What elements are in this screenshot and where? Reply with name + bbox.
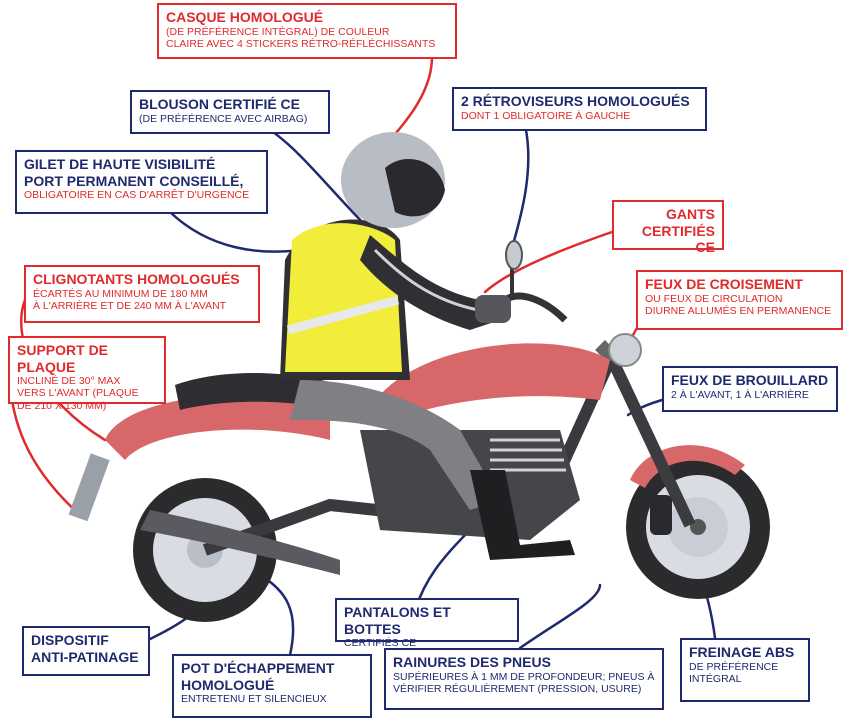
label-gants-title1: GANTS	[666, 206, 715, 222]
label-pantalons: PANTALONS ET BOTTES CERTIFIÉS CE	[335, 598, 519, 649]
brake-caliper	[650, 495, 672, 535]
label-clignotants-line2: À L'ARRIÈRE ET DE 240 MM À L'AVANT	[33, 299, 227, 312]
label-casque: CASQUE HOMOLOGUÉ (DE PRÉFÉRENCE INTÉGRAL…	[157, 3, 457, 59]
label-pot-title2: HOMOLOGUÉ	[181, 676, 275, 693]
label-pot-echappement: POT D'ÉCHAPPEMENT HOMOLOGUÉ ENTRETENU ET…	[172, 654, 372, 718]
label-gants: GANTS CERTIFIÉS CE	[612, 200, 724, 255]
handlebar	[503, 292, 568, 323]
fuel-tank	[380, 343, 610, 420]
engine-fins	[490, 438, 566, 472]
label-feux-croisement-line1: OU FEUX DE CIRCULATION	[645, 292, 783, 305]
label-rainures-title: RAINURES DES PNEUS	[393, 654, 551, 670]
label-blouson: BLOUSON CERTIFIÉ CE (DE PRÉFÉRENCE AVEC …	[130, 90, 330, 134]
label-clignotants-title: CLIGNOTANTS HOMOLOGUÉS	[33, 271, 240, 287]
rider-boot	[470, 470, 575, 560]
label-feux-croisement-title: FEUX DE CROISEMENT	[645, 276, 803, 292]
label-pantalons-title: PANTALONS ET BOTTES	[344, 604, 451, 637]
label-support-line3: DE 210 X 130 MM)	[17, 399, 107, 412]
label-gilet: GILET DE HAUTE VISIBILITÉ PORT PERMANENT…	[15, 150, 268, 214]
label-freinage-title: FREINAGE ABS	[689, 644, 795, 660]
label-support-title: SUPPORT DE PLAQUE	[17, 342, 109, 375]
label-blouson-line1: (DE PRÉFÉRENCE AVEC AIRBAG)	[139, 112, 308, 125]
connector-gants	[483, 230, 614, 294]
label-freinage-line2: INTÉGRAL	[689, 672, 742, 685]
label-rainures-line1: SUPÉRIEURES À 1 MM DE PROFONDEUR; PNEUS …	[393, 670, 655, 683]
label-feux-croisement-line2: DIURNE ALLUMÉS EN PERMANENCE	[645, 304, 832, 317]
gilet-vest	[285, 223, 402, 372]
label-feux-croisement: FEUX DE CROISEMENT OU FEUX DE CIRCULATIO…	[636, 270, 843, 330]
front-fork	[604, 352, 696, 528]
connector-blouson	[268, 128, 372, 232]
glove	[475, 295, 511, 323]
label-brouillard: FEUX DE BROUILLARD 2 À L'AVANT, 1 À L'AR…	[662, 366, 838, 412]
exhaust-pipe	[140, 510, 340, 575]
label-brouillard-title: FEUX DE BROUILLARD	[671, 372, 829, 388]
label-retro-title: 2 RÉTROVISEURS HOMOLOGUÉS	[461, 93, 690, 109]
rear-fender	[105, 395, 330, 460]
plate-support	[68, 453, 110, 522]
label-gants-title2: CERTIFIÉS CE	[641, 222, 715, 256]
label-gilet-line1: OBLIGATOIRE EN CAS D'ARRÊT D'URGENCE	[24, 189, 250, 202]
connector-gilet	[168, 210, 302, 253]
label-antipatinage-title2: ANTI-PATINAGE	[31, 648, 139, 665]
connector-casque	[388, 55, 434, 142]
label-gilet-title1: GILET DE HAUTE VISIBILITÉ	[24, 156, 216, 172]
label-pantalons-line1: CERTIFIÉS CE	[344, 637, 417, 650]
mirror	[505, 240, 523, 270]
rider	[280, 132, 575, 560]
headlight	[608, 333, 642, 367]
label-freinage-line1: DE PRÉFÉRENCE	[689, 660, 779, 673]
connector-rainures	[518, 583, 602, 650]
label-support-line1: INCLINÉ DE 30° MAX	[17, 375, 121, 388]
label-freinage: FREINAGE ABS DE PRÉFÉRENCE INTÉGRAL	[680, 638, 810, 702]
label-rainures-line2: VÉRIFIER RÉGULIÈREMENT (PRESSION, USURE)	[393, 682, 642, 695]
label-gilet-title2: PORT PERMANENT CONSEILLÉ,	[24, 172, 244, 189]
connector-retro	[510, 123, 530, 250]
label-rainures: RAINURES DES PNEUS SUPÉRIEURES À 1 MM DE…	[384, 648, 664, 710]
rider-legs	[290, 380, 500, 510]
vest-reflective-stripe	[286, 295, 400, 335]
helmet-visor	[385, 159, 445, 217]
label-clignotants-line1: ÉCARTÉS AU MINIMUM DE 180 MM	[33, 287, 208, 300]
label-antipatinage-title1: DISPOSITIF	[31, 632, 109, 648]
label-support-plaque: SUPPORT DE PLAQUE INCLINÉ DE 30° MAX VER…	[8, 336, 166, 412]
label-support-line2: VERS L'AVANT (PLAQUE	[17, 387, 139, 400]
label-casque-line1: (DE PRÉFÉRENCE INTÉGRAL) DE COULEUR	[166, 25, 390, 38]
label-blouson-title: BLOUSON CERTIFIÉ CE	[139, 96, 301, 112]
label-brouillard-line1: 2 À L'AVANT, 1 À L'ARRIÈRE	[671, 388, 809, 401]
label-casque-line2: CLAIRE AVEC 4 STICKERS RÉTRO-RÉFLÉCHISSA…	[166, 37, 436, 50]
label-pot-line1: ENTRETENU ET SILENCIEUX	[181, 693, 327, 706]
label-clignotants: CLIGNOTANTS HOMOLOGUÉS ÉCARTÉS AU MINIMU…	[24, 265, 260, 323]
label-retroviseurs: 2 RÉTROVISEURS HOMOLOGUÉS DONT 1 OBLIGAT…	[452, 87, 707, 131]
label-retro-line1: DONT 1 OBLIGATOIRE À GAUCHE	[461, 109, 631, 122]
label-pot-title1: POT D'ÉCHAPPEMENT	[181, 660, 335, 676]
label-casque-title: CASQUE HOMOLOGUÉ	[166, 9, 324, 25]
label-antipatinage: DISPOSITIF ANTI-PATINAGE	[22, 626, 150, 676]
